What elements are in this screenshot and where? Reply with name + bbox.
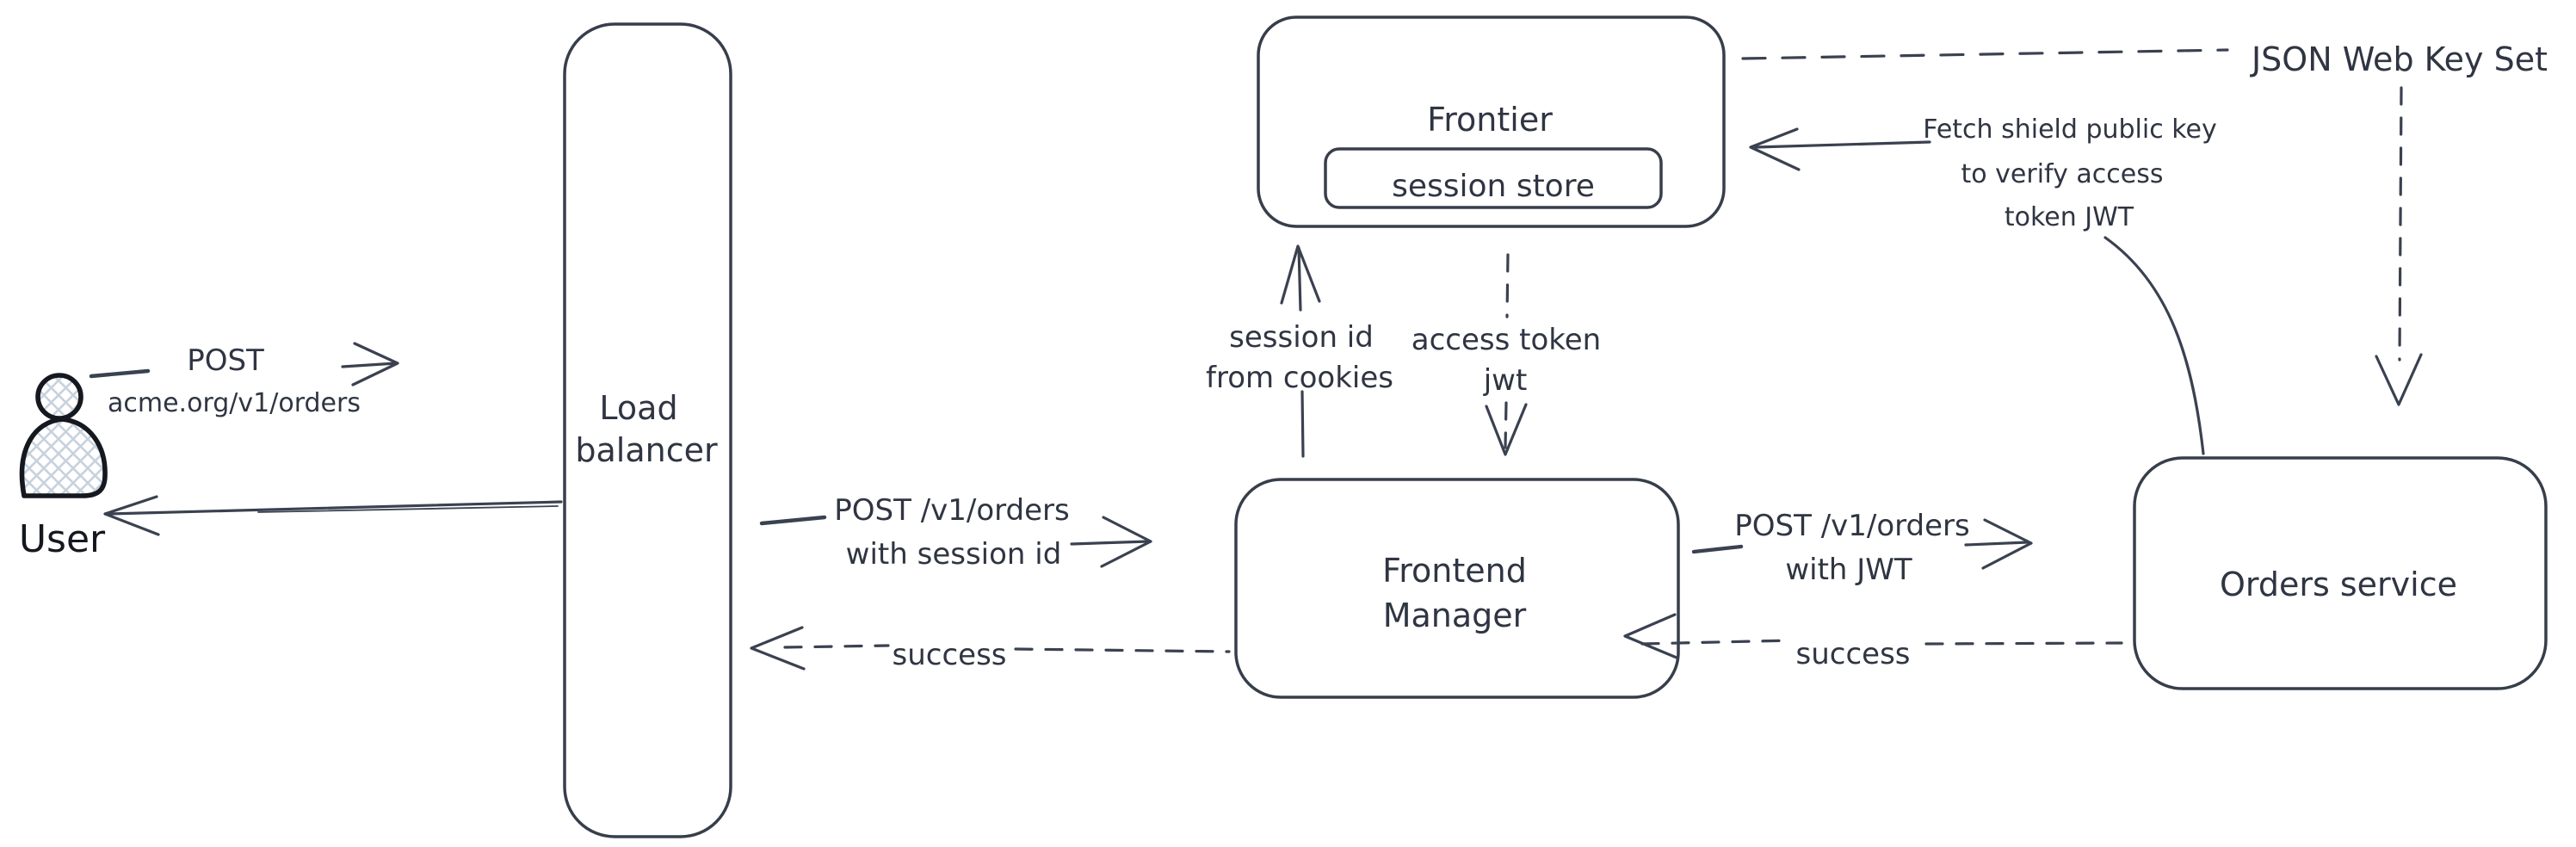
user-label: User [19,517,106,561]
frontend-manager-box [1234,478,1680,699]
arrow-head-icon [1981,518,2033,570]
arrow-head-icon [103,495,160,536]
arrow-line [783,644,890,649]
edge-label: access token [1412,323,1601,357]
arrow-line [1924,641,2123,646]
arrow-line [1691,544,1744,554]
edge-label: POST [187,343,264,378]
arrow-line [1297,246,1302,312]
edge-label: from cookies [1206,361,1393,395]
edge-label: token JWT [2005,202,2134,232]
arrow-line-sketch [257,505,559,513]
edge-fm-to-frontier: session id from cookies [1206,244,1393,458]
orders-service-node: Orders service [2133,456,2548,690]
arrow-line [1754,140,1931,149]
edge-label: success [1796,637,1911,671]
frontier-node: Frontier session store [1257,15,1726,228]
arrow-line [1070,540,1150,546]
arrow-head-icon [1100,516,1152,568]
edge-fm-to-lb-success: success [750,626,1231,672]
edge-label: POST /v1/orders [1734,509,1969,543]
load-balancer-box [563,22,732,838]
arrow-head-icon [351,342,399,386]
edge-label: with JWT [1785,553,1912,587]
edge-user-to-lb: POST acme.org/v1/orders [89,342,399,418]
arrow-line [2398,86,2403,362]
edge-label: jwt [1483,363,1528,398]
edge-orders-to-fm-success: success [1623,613,2123,671]
load-balancer-label-line2: balancer [575,431,718,469]
frontier-label: Frontier [1427,101,1553,139]
edge-frontier-to-orders-jwks: JSON Web Key Set [1741,40,2548,406]
edge-label: Fetch shield public key [1923,114,2217,145]
edge-label: JSON Web Key Set [2250,40,2548,78]
load-balancer-node: Load balancer [563,22,732,838]
edge-lb-to-user [103,495,563,536]
frontend-manager-label-line2: Manager [1383,597,1527,634]
arrow-head-icon [750,626,806,671]
orders-service-box [2133,456,2548,690]
session-store-box [1324,147,1663,209]
edge-label: POST /v1/orders [834,493,1069,528]
edge-label: with session id [846,537,1062,572]
arrow-line [1300,390,1305,458]
edge-frontier-to-fm: access token jwt [1412,253,1601,456]
edge-label: acme.org/v1/orders [108,388,361,418]
arrow-head-icon [1749,127,1801,171]
arrow-line [107,500,563,516]
session-store-label: session store [1392,169,1595,204]
arrow-head-icon [1485,403,1528,456]
user-body-icon [19,417,108,498]
edge-fm-to-orders: POST /v1/orders with JWT [1691,509,2033,587]
edge-label: to verify access [1961,159,2164,189]
arrow-head-icon [1280,244,1321,305]
edge-orders-to-frontier-fetch: Fetch shield public key to verify access… [1749,114,2217,455]
arrow-head-icon [2375,353,2423,406]
user-head-icon [35,373,83,421]
arrow-line [1504,401,1508,449]
arrow-line [1640,639,1794,646]
edge-label: session id [1229,320,1374,355]
arrow-line [1741,48,2229,60]
load-balancer-label-line1: Load [599,389,677,427]
orders-service-label: Orders service [2220,566,2457,603]
arrow-line [1964,541,2029,547]
arrow-line [1505,253,1510,318]
arrow-line [759,515,827,526]
arrow-head-icon [1623,613,1678,659]
arrow-line [341,362,398,368]
frontend-manager-node: Frontend Manager [1234,478,1680,699]
frontend-manager-label-line1: Frontend [1382,552,1527,590]
edge-lb-to-fm: POST /v1/orders with session id [759,493,1152,572]
user-actor: User [19,373,108,561]
arrow-line [2103,236,2205,455]
arrow-line [89,368,151,379]
edge-label: success [893,638,1007,672]
arrow-line [1014,647,1231,653]
